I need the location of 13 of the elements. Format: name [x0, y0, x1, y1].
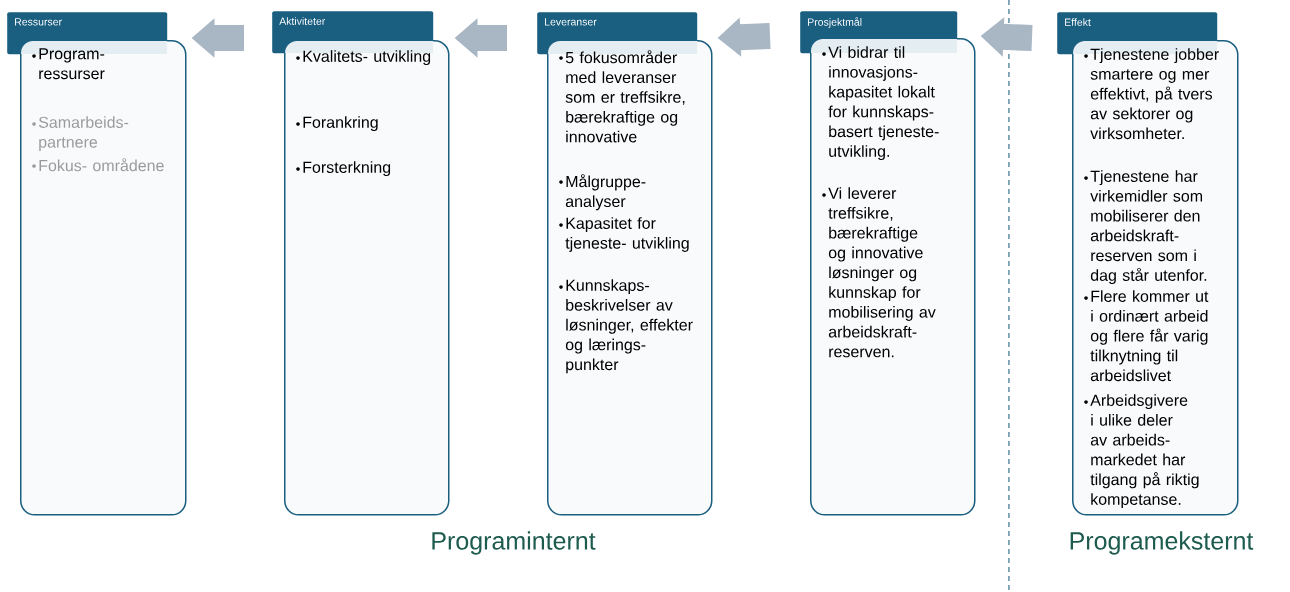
bullet-text: Forsterkning: [303, 161, 391, 177]
bullet-text: Kapasitet for tjeneste- utvikling: [565, 217, 689, 252]
section-label: Programinternt: [432, 531, 596, 555]
bullet-text: Målgruppe- analyser: [565, 174, 646, 211]
bullet-text: Vi leverer treffsikre, bærekraftige og innovative løsninger og kunnskap for mobilisering av arbeidskraft- reserven.: [828, 187, 936, 358]
bullet-text: Arbeidsgivere i ulike deler av arbeids- markedet har tilgang på riktig kompetanse.: [1090, 394, 1199, 509]
bullet-text: Tjenestene har virkemidler som mobiliserer den arbeidskraft- reserven som i dag står utenfor.: [1090, 170, 1207, 285]
bullet-text: Flere kommer ut i ordinært arbeid og flere får varig tilknytning til arbeidslivet: [1090, 290, 1209, 382]
bullet-text: Samarbeids- partnere: [38, 116, 129, 151]
bullet-text: Fokus- områdene: [39, 158, 164, 172]
bullet-text: Vi bidrar til innovasjons- kapasitet lokalt for kunnskaps- basert tjeneste- utvikling.: [828, 46, 939, 161]
bullet-text: Forankring: [303, 116, 378, 132]
bullet-text: Kunnskaps- beskrivelser av løsninger, effekter og lærings-punkter: [565, 279, 693, 374]
